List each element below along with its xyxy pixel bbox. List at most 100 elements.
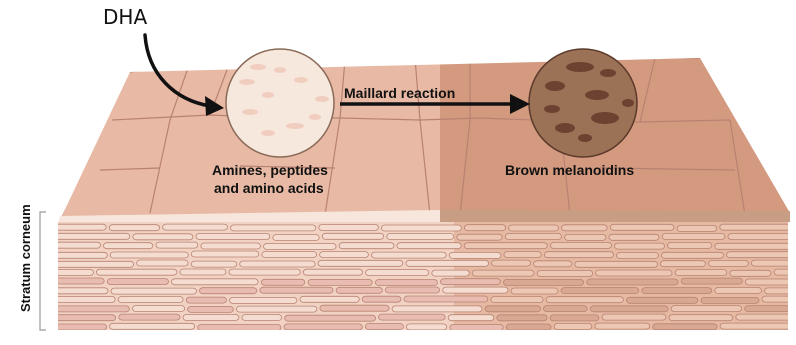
corneocyte-cell	[464, 225, 505, 231]
corneocyte-cell	[109, 225, 159, 231]
corneocyte-cell	[730, 270, 771, 276]
corneocyte-cell	[163, 224, 228, 230]
corneocyte-cell	[662, 233, 725, 239]
corneocyte-cell	[392, 306, 482, 312]
corneocyte-cell	[406, 260, 489, 266]
corneocyte-cell	[339, 243, 394, 249]
product-magnifier	[529, 49, 637, 157]
corneocyte-cell	[46, 324, 107, 330]
corneocyte-cell	[457, 234, 502, 240]
corneocyte-cell	[229, 269, 300, 275]
reactants-magnifier	[226, 49, 334, 157]
corneocyte-cell	[669, 315, 733, 321]
corneocyte-cell	[320, 252, 369, 258]
corneocyte-cell	[336, 287, 382, 293]
corneocyte-cell	[107, 279, 168, 285]
corneocyte-cell	[53, 261, 134, 267]
corneocyte-cell	[485, 306, 541, 312]
corneocyte-cell	[587, 279, 678, 285]
corneocyte-cell	[443, 287, 508, 293]
corneocyte-cell	[762, 296, 796, 302]
corneocyte-cell	[156, 242, 198, 248]
corneocyte-cell	[609, 234, 659, 240]
corneocyte-cell	[449, 252, 501, 258]
corneocyte-cell	[675, 270, 727, 276]
corneocyte-cell	[318, 260, 403, 266]
corneocyte-cell	[118, 297, 183, 303]
corneocyte-cell	[406, 324, 447, 330]
corneocyte-cell	[262, 252, 317, 258]
corneocyte-cell	[379, 314, 446, 320]
corneocyte-cell	[273, 235, 319, 241]
corneocyte-cell	[537, 270, 593, 276]
skin-surface-cells	[0, 40, 796, 240]
corneocyte-cell	[610, 224, 674, 230]
surface-front-edge-tanned	[440, 210, 790, 222]
corneocyte-cell	[745, 306, 790, 312]
corneocyte-cell	[111, 288, 197, 294]
corneocyte-cell	[191, 251, 258, 257]
corneocyte-cell	[546, 297, 623, 303]
corneocyte-cell	[677, 225, 717, 231]
corneocyte-cell	[397, 243, 461, 249]
corneocyte-cell	[745, 279, 796, 285]
corneocyte-cell	[28, 315, 116, 321]
corneocyte-cell	[534, 261, 572, 267]
corneocyte-cell	[260, 287, 333, 293]
corneocyte-cell	[504, 252, 541, 258]
corneocyte-cell	[191, 261, 237, 267]
corneocyte-cell	[119, 314, 180, 320]
corneocyte-cell	[303, 269, 362, 275]
corneocyte-cell	[133, 306, 185, 312]
corneocyte-cell	[464, 243, 547, 249]
corneocyte-cell	[381, 225, 461, 231]
corneocyte-cell	[242, 315, 282, 321]
reactants-label-line2: and amino acids	[214, 180, 324, 196]
corneocyte-cell	[385, 287, 439, 293]
corneocyte-cell	[432, 270, 470, 276]
dha-label: DHA	[103, 5, 147, 29]
corneocyte-cell	[720, 224, 796, 230]
corneocyte-cell	[322, 233, 384, 239]
corneocyte-cell	[319, 224, 379, 230]
corneocyte-cell	[642, 288, 712, 294]
corneocyte-cell	[284, 324, 362, 330]
reactants-circle	[226, 49, 334, 157]
corneocyte-cell	[450, 324, 503, 330]
corneocyte-cell	[200, 288, 257, 294]
corneocyte-cell	[300, 296, 359, 302]
corneocyte-cell	[596, 270, 672, 276]
corneocyte-cell	[681, 278, 742, 284]
product-label: Brown melanoidins	[505, 162, 634, 178]
corneocyte-cell	[492, 260, 531, 266]
corneocyte-cell	[561, 288, 639, 294]
corneocyte-cell	[201, 243, 261, 249]
corneocyte-cell	[133, 234, 193, 240]
corneocyte-cell	[186, 297, 226, 303]
corneocyte-cell	[188, 306, 234, 312]
corneocyte-cell	[736, 314, 796, 320]
corneocyte-cell	[602, 314, 666, 320]
maillard-reaction-label: Maillard reaction	[344, 85, 455, 101]
corneocyte-cell	[96, 269, 176, 275]
surface-light-region	[0, 40, 440, 240]
corneocyte-cell	[183, 314, 239, 320]
corneocyte-cell	[196, 233, 270, 239]
stratum-corneum-layer	[19, 222, 796, 331]
corneocyte-cell	[236, 306, 317, 312]
corneocyte-cell	[320, 305, 389, 311]
corneocyte-cell	[230, 297, 297, 303]
corneocyte-cell	[671, 306, 742, 312]
corneocyte-cell	[543, 306, 587, 312]
corneocyte-cell	[503, 279, 583, 285]
corneocyte-cell	[715, 243, 794, 249]
corneocyte-cell	[774, 269, 796, 275]
corneocyte-cell	[720, 323, 796, 329]
corneocyte-cell	[661, 252, 723, 258]
corneocyte-cell	[198, 325, 281, 331]
corneocyte-cell	[110, 252, 188, 258]
corneocyte-cell	[28, 242, 101, 248]
corneocyte-cell	[404, 296, 488, 302]
corneocyte-cell	[264, 243, 337, 249]
corneocyte-cell	[565, 234, 606, 240]
